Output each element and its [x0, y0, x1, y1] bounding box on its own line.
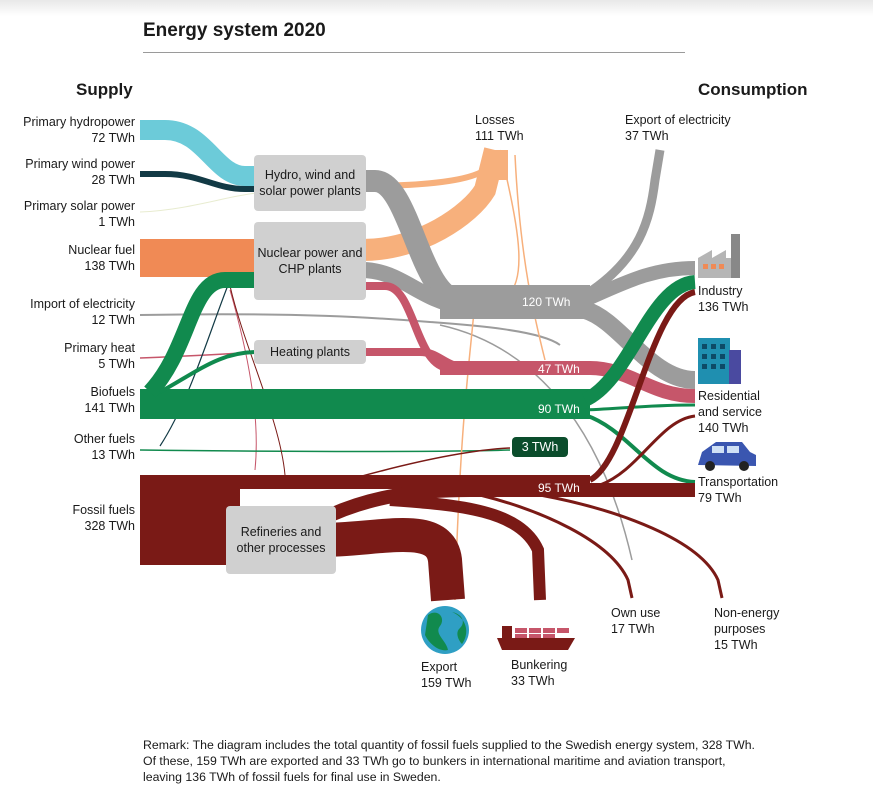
flow-heat-main [440, 361, 696, 403]
flow-bio-transport [584, 413, 696, 484]
flow-label-bio: 90 TWh [538, 402, 580, 416]
flow-label-electricity: 120 TWh [522, 295, 571, 309]
losses-column [484, 150, 508, 180]
consumption-header: Consumption [698, 80, 808, 99]
flow-other-thin [139, 449, 511, 453]
flow-heat-thin-b [229, 289, 257, 471]
flow-bio-residential [584, 403, 696, 412]
flow-fossil-own [479, 493, 634, 599]
title-rule [143, 52, 685, 53]
box-hydro-wind-solar: Hydro, wind and solar power plants [254, 155, 366, 211]
flow-label-heat: 47 TWh [538, 362, 580, 376]
page-title: Energy system 2020 [143, 20, 326, 41]
flow-hydro [140, 120, 258, 186]
ship-icon [497, 626, 575, 650]
flow-solar [139, 192, 259, 213]
supply-header: Supply [76, 80, 133, 99]
flow-bio-industry [581, 275, 697, 407]
flow-fossil-industry [588, 289, 696, 483]
flow-export-el [582, 149, 665, 299]
flow-losses-a [361, 147, 506, 261]
building-icon [698, 338, 741, 384]
car-icon [698, 442, 756, 471]
flow-bio-heat [159, 350, 259, 394]
flow-wind [140, 171, 258, 192]
flow-heat-nuclear [362, 282, 451, 372]
top-band [0, 0, 873, 16]
flow-fossil-refine-out [316, 483, 590, 527]
flow-fossil-nonenergy [539, 493, 724, 599]
flow-el-industry [582, 261, 696, 307]
flow-fossil-bunkering [389, 494, 546, 601]
flow-loss-thin-b [514, 154, 546, 361]
flow-fossil-residential [599, 414, 696, 487]
flow-fossil-export [319, 518, 465, 602]
remark-text: Remark: The diagram includes the total q… [143, 738, 755, 784]
box-nuclear-chp: Nuclear power and CHP plants [254, 222, 366, 300]
box-refineries: Refineries and other processes [226, 506, 336, 574]
flow-label-other-fuels: 3 TWh [512, 437, 568, 457]
box-heating-plants: Heating plants [254, 340, 366, 364]
flow-label-fossil: 95 TWh [538, 481, 580, 495]
flow-other-thin-b [159, 279, 231, 447]
flow-fossil-thin [354, 447, 511, 479]
flow-bio-nuclear [144, 272, 258, 398]
globe-icon [421, 606, 469, 654]
factory-icon [698, 234, 740, 278]
flow-fossil-thin-b [229, 285, 286, 476]
